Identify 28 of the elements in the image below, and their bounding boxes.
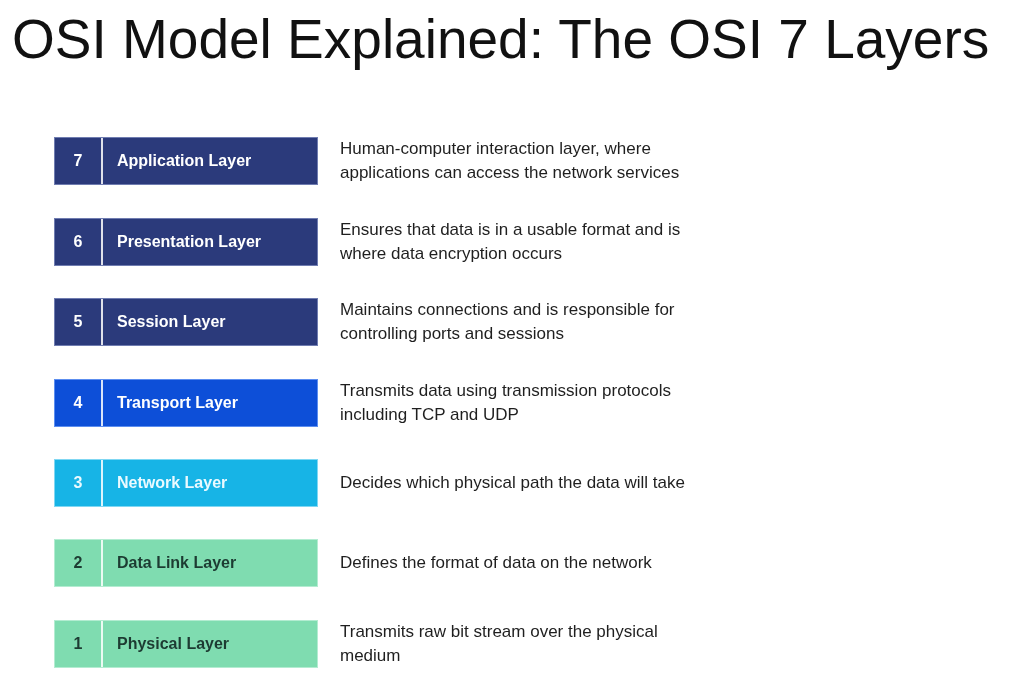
layer-name: Session Layer — [116, 312, 226, 332]
layer-name: Application Layer — [116, 151, 252, 171]
layer-description: Maintains connections and is responsible for controlling ports and sessions — [340, 299, 676, 345]
layer-name: Physical Layer — [116, 634, 230, 654]
layer-description: Human-computer interaction layer, where applications can access the network services — [340, 138, 681, 184]
layer-description: Transmits data using transmission protocols including TCP and UDP — [340, 380, 672, 426]
layer-number: 5 — [55, 299, 103, 345]
layer-description: Defines the format of data on the network — [340, 552, 653, 574]
layer-name: Data Link Layer — [116, 553, 237, 573]
layer-number: 7 — [55, 138, 103, 184]
layer-bar — [54, 379, 318, 427]
layer-description: Ensures that data is in a usable format and is where data encryption occurs — [340, 219, 682, 265]
layer-name: Network Layer — [116, 473, 228, 493]
layer-number: 1 — [55, 621, 103, 667]
layer-description: Transmits raw bit stream over the physical medium — [340, 621, 659, 667]
layer-description: Decides which physical path the data will take — [340, 472, 686, 494]
layer-bar — [54, 218, 318, 266]
layer-number: 6 — [55, 219, 103, 265]
layer-number: 3 — [55, 460, 103, 506]
layer-bar — [54, 539, 318, 587]
layer-bar — [54, 459, 318, 507]
layer-name: Presentation Layer — [116, 232, 262, 252]
layer-bar — [54, 137, 318, 185]
layer-name: Transport Layer — [116, 393, 238, 413]
layer-bar — [54, 620, 318, 668]
layer-number: 4 — [55, 380, 103, 426]
layer-bar — [54, 298, 318, 346]
layer-number: 2 — [55, 540, 103, 586]
